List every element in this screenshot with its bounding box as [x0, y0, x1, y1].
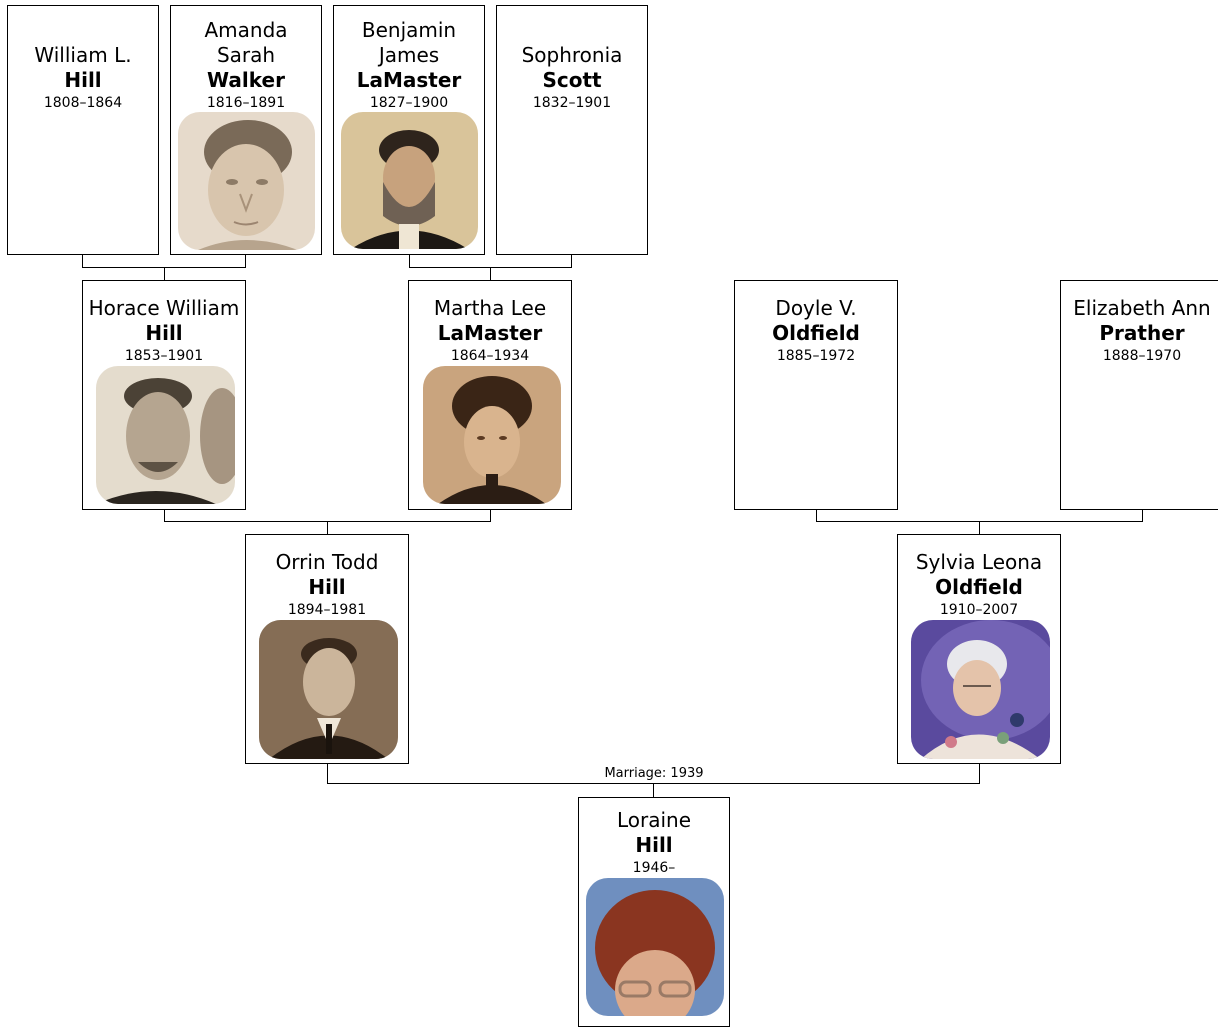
portrait-photo	[96, 366, 235, 504]
portrait-photo	[423, 366, 561, 504]
surname: Prather	[1099, 321, 1185, 345]
connector-line	[82, 254, 83, 268]
person-card-sylvia-oldfield[interactable]: Sylvia Leona Oldfield 1910–2007	[897, 534, 1061, 764]
life-dates: 1910–2007	[939, 602, 1019, 618]
life-dates: 1827–1900	[369, 95, 449, 111]
given-name: Sophronia	[521, 43, 623, 67]
surname: Walker	[207, 68, 285, 92]
person-card-elizabeth-prather[interactable]: Elizabeth Ann Prather 1888–1970	[1060, 280, 1218, 510]
connector-line	[816, 509, 817, 522]
life-dates: 1946–	[632, 860, 676, 876]
connector-line	[1142, 509, 1143, 522]
given-name: Loraine	[616, 808, 692, 832]
given-name: Horace William	[88, 296, 240, 320]
connector-line	[164, 509, 165, 522]
surname: Hill	[64, 68, 102, 92]
portrait-photo	[586, 878, 724, 1016]
portrait-photo	[341, 112, 478, 249]
portrait-photo	[259, 620, 398, 759]
life-dates: 1816–1891	[206, 95, 286, 111]
connector-line	[490, 509, 491, 522]
life-dates: 1894–1981	[287, 602, 367, 618]
portrait-photo	[178, 112, 315, 250]
person-card-orrin-hill[interactable]: Orrin Todd Hill 1894–1981	[245, 534, 409, 764]
given-name: Martha Lee	[433, 296, 547, 320]
person-card-horace-hill[interactable]: Horace William Hill 1853–1901	[82, 280, 246, 510]
life-dates: 1888–1970	[1102, 348, 1182, 364]
portrait-photo	[911, 620, 1050, 759]
connector-line	[653, 783, 654, 798]
connector-line	[245, 254, 246, 268]
given-name: William L.	[34, 43, 132, 67]
person-card-amanda-walker[interactable]: Amanda Sarah Walker 1816–1891	[170, 5, 322, 255]
life-dates: 1885–1972	[776, 348, 856, 364]
person-card-benjamin-lamaster[interactable]: Benjamin James LaMaster 1827–1900	[333, 5, 485, 255]
surname: Scott	[542, 68, 602, 92]
connector-line	[571, 254, 572, 268]
life-dates: 1864–1934	[450, 348, 530, 364]
connector-line	[327, 763, 328, 784]
life-dates: 1832–1901	[532, 95, 612, 111]
person-card-sophronia-scott[interactable]: Sophronia Scott 1832–1901	[496, 5, 648, 255]
connector-line	[409, 254, 410, 268]
given-name: Elizabeth Ann	[1073, 296, 1211, 320]
surname: LaMaster	[437, 321, 543, 345]
given-name: Doyle V.	[775, 296, 857, 320]
given-name: Amanda Sarah	[204, 18, 288, 67]
given-name: Orrin Todd	[275, 550, 379, 574]
person-card-martha-lamaster[interactable]: Martha Lee LaMaster 1864–1934	[408, 280, 572, 510]
life-dates: 1808–1864	[43, 95, 123, 111]
person-card-doyle-oldfield[interactable]: Doyle V. Oldfield 1885–1972	[734, 280, 898, 510]
surname: Oldfield	[935, 575, 1023, 599]
connector-line	[164, 267, 165, 281]
surname: LaMaster	[356, 68, 462, 92]
person-card-william-hill[interactable]: William L. Hill 1808–1864	[7, 5, 159, 255]
connector-line	[327, 521, 328, 535]
surname: Hill	[635, 833, 673, 857]
person-card-loraine-hill[interactable]: Loraine Hill 1946–	[578, 797, 730, 1027]
given-name: Sylvia Leona	[915, 550, 1043, 574]
surname: Hill	[308, 575, 346, 599]
connector-line	[979, 521, 980, 535]
marriage-label: Marriage: 1939	[604, 766, 704, 781]
connector-line	[490, 267, 491, 281]
life-dates: 1853–1901	[124, 348, 204, 364]
surname: Hill	[145, 321, 183, 345]
given-name: Benjamin James	[361, 18, 457, 67]
connector-line	[979, 763, 980, 784]
surname: Oldfield	[772, 321, 860, 345]
